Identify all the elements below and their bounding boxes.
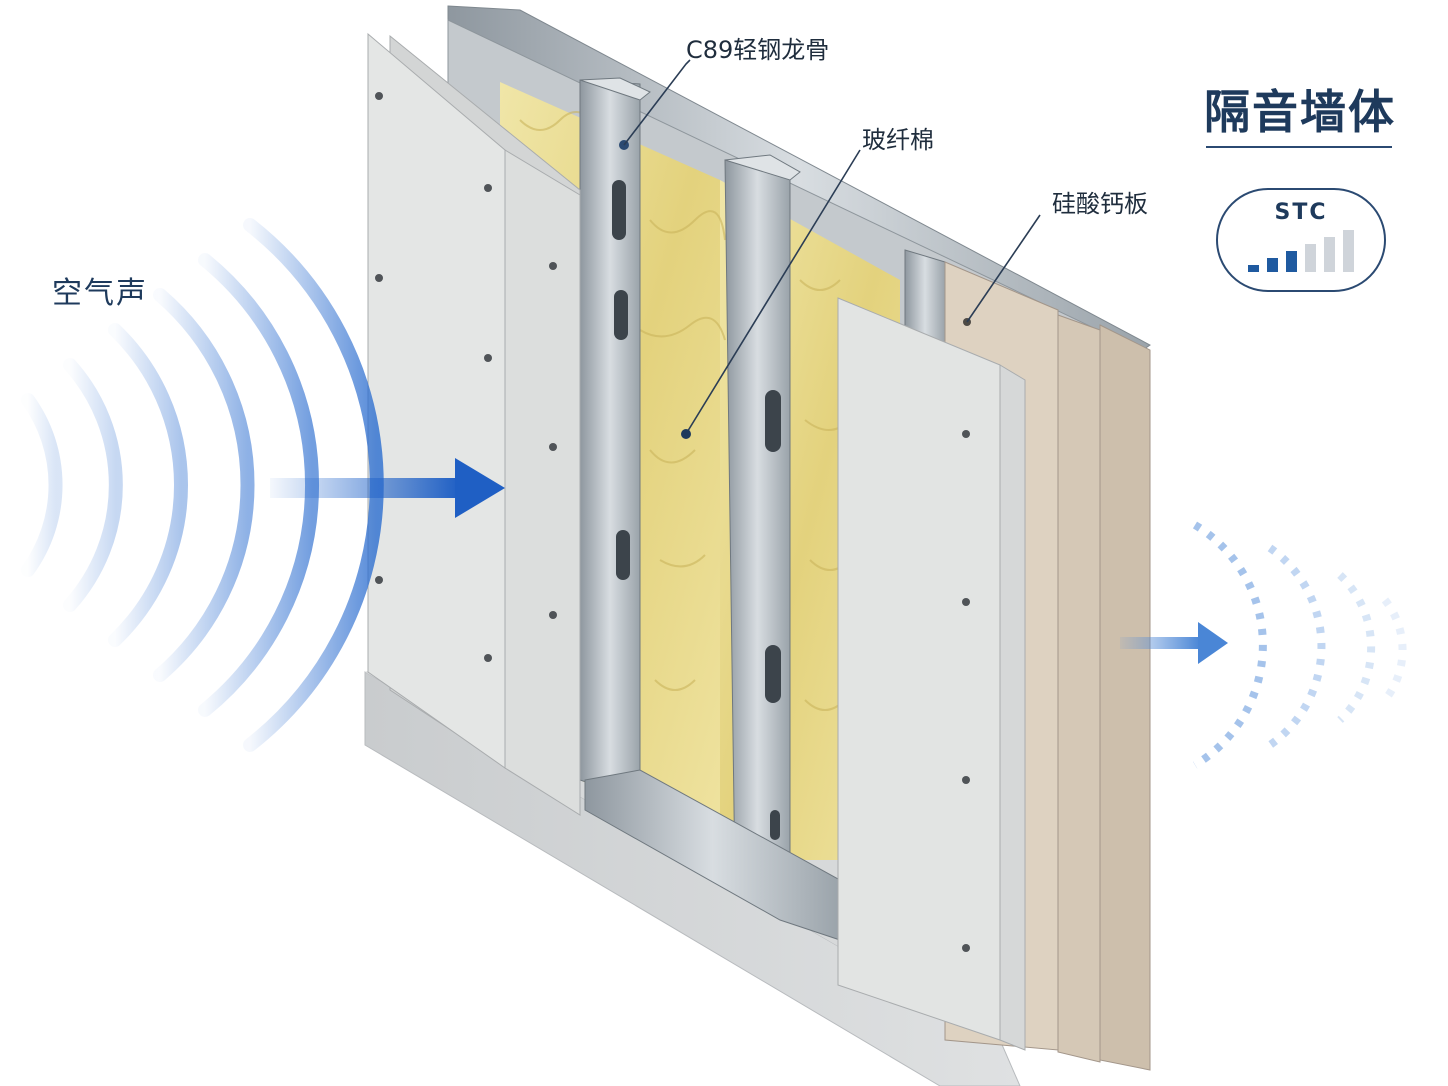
- outgoing-sound-arrow-icon: [1120, 622, 1228, 664]
- steel-stud-label: C89轻钢龙骨: [686, 36, 830, 64]
- silicate-board-back: [1099, 324, 1151, 1071]
- stc-bar: [1305, 244, 1316, 272]
- silicate-board-mid: [1057, 314, 1101, 1063]
- leader-dots: [681, 429, 691, 439]
- page-title: 隔音墙体: [1204, 85, 1396, 139]
- leader-lines: [623, 59, 1041, 435]
- gypsum-board-left: [367, 32, 506, 769]
- stc-label: STC: [1274, 200, 1328, 225]
- stc-bar: [1267, 258, 1278, 272]
- wool-texture: [519, 111, 851, 711]
- glass-wool-label: 玻纤棉: [862, 126, 934, 154]
- outgoing-sound-waves: [1192, 521, 1407, 769]
- gypsum-board-right-back: [999, 364, 1026, 1051]
- screws-right: [962, 430, 970, 952]
- stc-bar: [1324, 237, 1335, 272]
- gypsum-board-right: [837, 297, 1001, 1041]
- stc-badge: STC: [1216, 188, 1386, 292]
- silicate-board-label: 硅酸钙板: [1052, 190, 1148, 218]
- stc-bar: [1343, 230, 1354, 272]
- stc-bar: [1286, 251, 1297, 272]
- steel-stud-1: [579, 77, 651, 801]
- title-divider: [1206, 146, 1392, 148]
- airborne-sound-label: 空气声: [52, 276, 148, 311]
- gypsum-board-left-inner: [504, 149, 581, 816]
- screws-left: [375, 92, 557, 662]
- incoming-sound-arrow-icon: [270, 458, 505, 518]
- stc-bar: [1248, 265, 1259, 272]
